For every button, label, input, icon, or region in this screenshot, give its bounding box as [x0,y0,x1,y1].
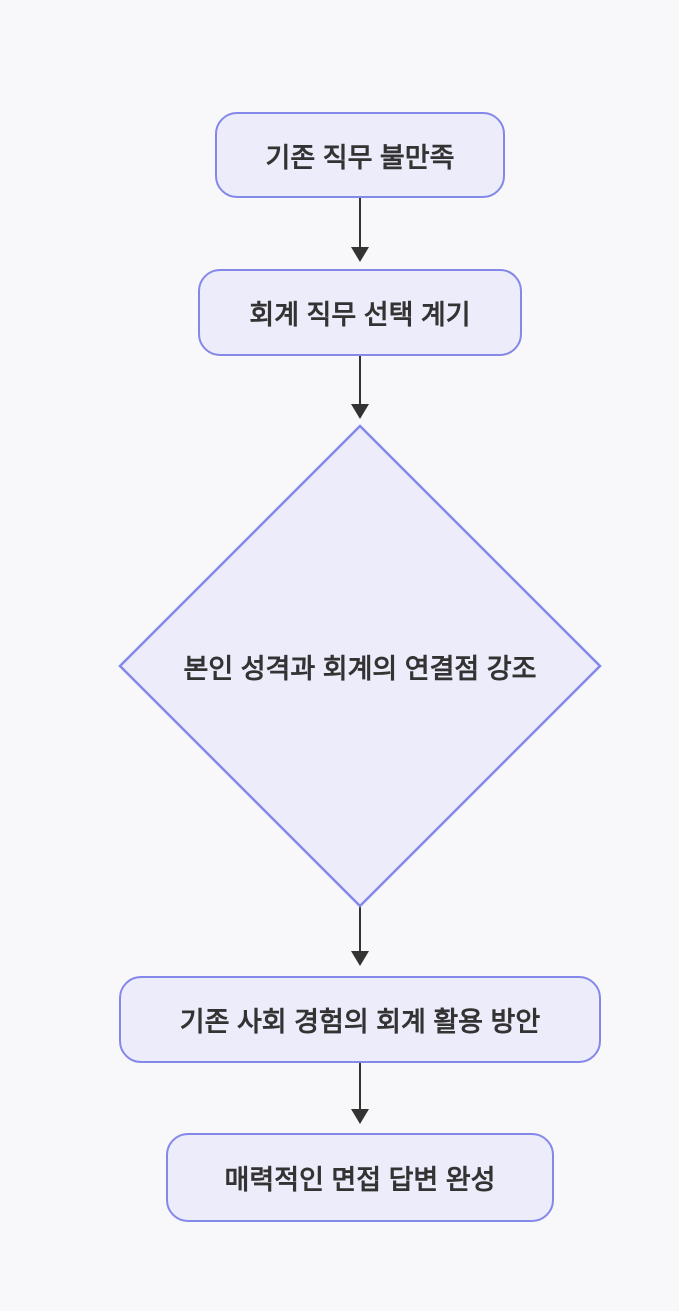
node-label: 기존 직무 불만족 [265,142,455,173]
edge-c-d-line [359,906,361,952]
node-label: 매력적인 면접 답변 완성 [224,1165,496,1195]
node-accounting-job-choice-reason: 회계 직무 선택 계기 [198,269,522,356]
edge-d-e-line [359,1063,361,1110]
edge-a-b-arrowhead-icon [351,247,369,262]
node-attractive-interview-answer: 매력적인 면접 답변 완성 [166,1133,554,1222]
edge-b-c-line [359,356,361,405]
diamond-shape [118,424,602,908]
node-social-experience-accounting-use: 기존 사회 경험의 회계 활용 방안 [119,976,601,1063]
edge-c-d-arrowhead-icon [351,951,369,966]
node-personality-accounting-link-diamond [118,424,602,908]
node-existing-job-dissatisfaction: 기존 직무 불만족 [215,112,505,198]
node-label: 회계 직무 선택 계기 [249,300,471,330]
edge-d-e-arrowhead-icon [351,1109,369,1124]
edge-b-c-arrowhead-icon [351,404,369,419]
edge-a-b-line [359,198,361,248]
node-label: 기존 사회 경험의 회계 활용 방안 [179,1007,541,1037]
